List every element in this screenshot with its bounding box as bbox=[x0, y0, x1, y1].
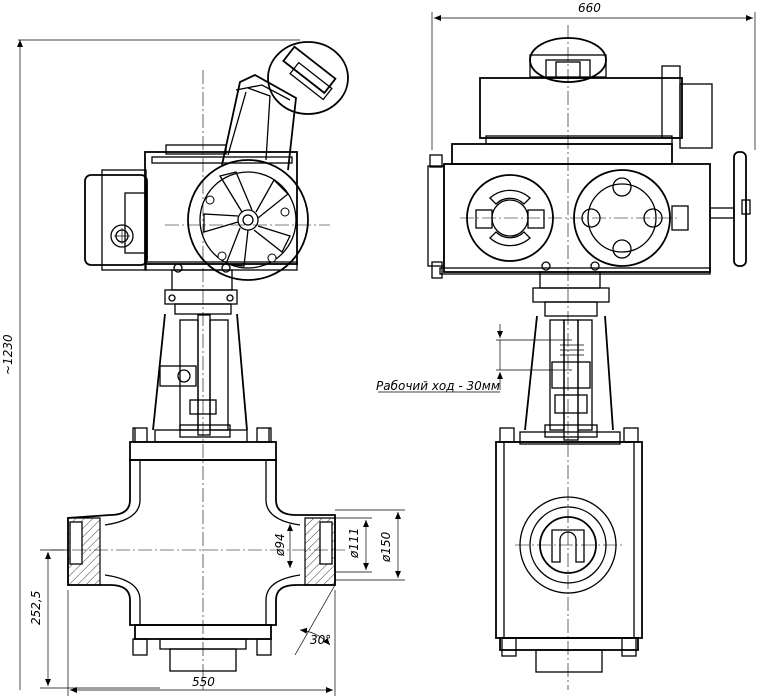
front-view: ~1230 252,5 550 ø150 ø111 ø94 bbox=[1, 39, 405, 696]
actuator-housing bbox=[84, 144, 298, 271]
upper-handwheel bbox=[267, 41, 349, 115]
dim-inner-dia: ø94 bbox=[273, 533, 287, 557]
dim-axis-height-label: 252,5 bbox=[29, 591, 43, 625]
dim-stroke: Рабочий ход - 30мм bbox=[376, 324, 572, 393]
actuator-neck bbox=[221, 73, 297, 171]
coupling bbox=[164, 263, 238, 315]
valve-body-front bbox=[67, 427, 336, 672]
dim-height-label: ~1230 bbox=[1, 334, 15, 375]
dim-bore-dia: ø111 bbox=[347, 528, 361, 559]
side-yoke bbox=[519, 315, 621, 445]
yoke bbox=[152, 313, 248, 443]
valve-body-side bbox=[495, 427, 643, 673]
dim-width-label: 550 bbox=[192, 675, 215, 689]
dim-height: ~1230 bbox=[1, 39, 300, 690]
dim-overall-width: 660 bbox=[431, 1, 756, 150]
dim-outer-dia: ø150 bbox=[379, 531, 393, 563]
dim-diameters: ø150 ø111 ø94 bbox=[273, 509, 405, 581]
dim-width: 550 bbox=[67, 590, 336, 696]
handwheel bbox=[187, 159, 309, 281]
side-housing bbox=[427, 143, 751, 279]
dim-stroke-label: Рабочий ход - 30мм bbox=[376, 379, 500, 393]
side-view: Рабочий ход - 30мм 660 bbox=[376, 1, 756, 690]
dim-angle: 30° bbox=[294, 584, 336, 656]
dim-overall-width-label: 660 bbox=[578, 1, 601, 15]
side-coupling bbox=[532, 261, 610, 317]
dim-angle-label: 30° bbox=[310, 633, 331, 647]
side-gearbox bbox=[479, 65, 713, 149]
